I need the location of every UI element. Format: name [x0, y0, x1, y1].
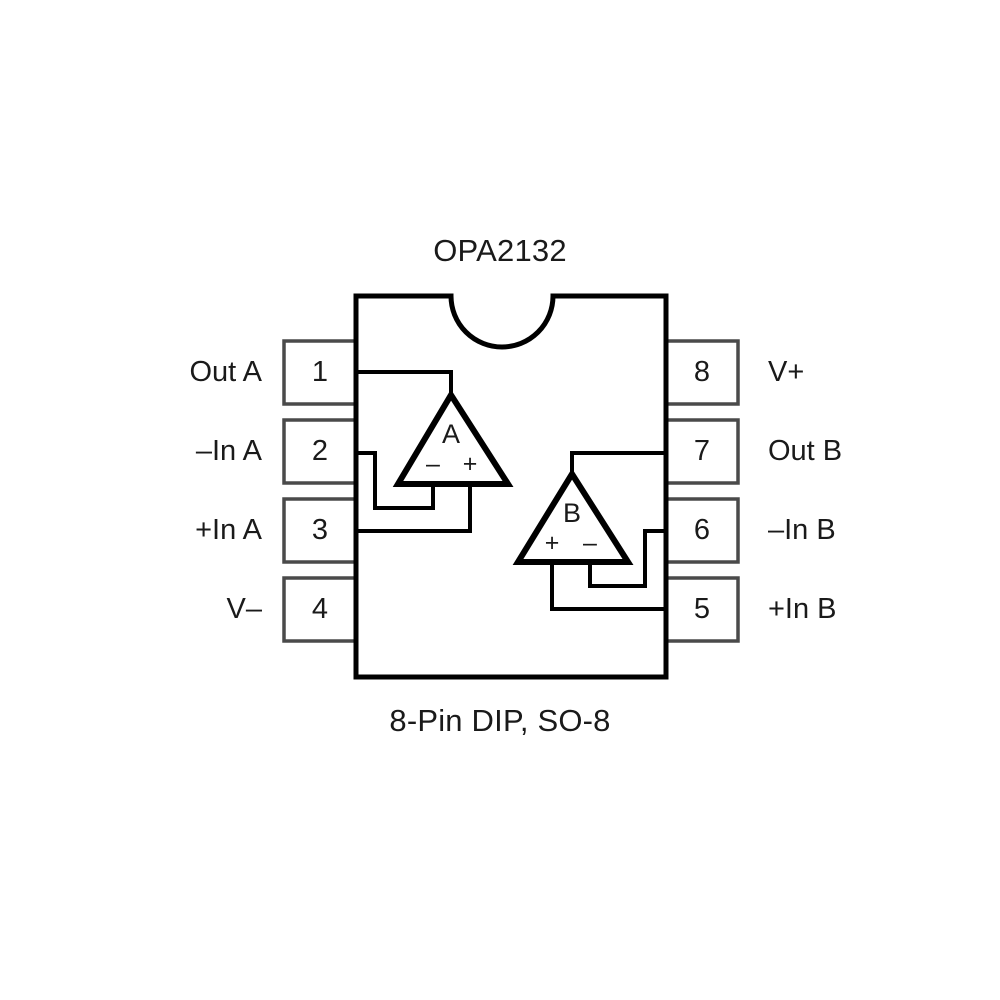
pin-number-7: 7 [693, 435, 711, 467]
pin-number-8: 8 [693, 356, 711, 388]
amplifier-b-inverting-sign: – [583, 529, 597, 557]
amplifier-b-triangle [512, 468, 634, 565]
amplifier-a-noninverting-sign: + [462, 450, 478, 478]
package-caption: 8-Pin DIP, SO-8 [389, 703, 611, 738]
pin-label-v-plus: V+ [768, 356, 805, 388]
wire-amp-b-noninverting-to-pin5 [550, 560, 668, 611]
wire-amp-a-output-to-pin1 [354, 370, 453, 397]
pin-pad-2 [282, 418, 358, 485]
pin-number-4: 4 [311, 593, 329, 625]
pin-label-out-b: Out B [768, 435, 843, 467]
amplifier-a-triangle [392, 389, 514, 487]
amplifier-a-letter: A [441, 419, 460, 449]
pin-pad-6 [664, 497, 740, 564]
pin-pad-4 [282, 576, 358, 643]
pin-number-2: 2 [311, 435, 329, 467]
pin-pad-7 [664, 418, 740, 485]
wire-amp-b-output-to-pin7 [570, 451, 668, 476]
pin-label-plus-in-b: +In B [768, 593, 837, 625]
package-side-walls [353, 296, 669, 677]
wire-amp-a-inverting-to-pin2 [354, 451, 435, 510]
pin-number-3: 3 [311, 514, 329, 546]
amplifier-a-symbol [392, 389, 514, 487]
pin-pads-left [282, 339, 358, 643]
pin-label-out-a: Out A [189, 356, 262, 388]
pin-number-1: 1 [311, 356, 329, 388]
amplifier-a-inverting-sign: – [426, 450, 440, 478]
amplifier-b-noninverting-sign: + [544, 529, 560, 557]
pin-number-5: 5 [693, 593, 711, 625]
pin-label-minus-in-b: –In B [768, 514, 836, 546]
pin-pad-5 [664, 576, 740, 643]
pin-label-v-minus: V– [226, 593, 262, 625]
amplifier-a-wiring [354, 370, 472, 533]
amplifier-b-letter: B [562, 498, 581, 528]
wire-amp-b-inverting-to-pin6 [588, 529, 668, 588]
amplifier-b-symbol [512, 468, 634, 565]
device-title: OPA2132 [433, 233, 567, 268]
wire-amp-a-noninverting-to-pin3 [354, 482, 472, 533]
pin-label-plus-in-a: +In A [195, 514, 262, 546]
pin-number-6: 6 [693, 514, 711, 546]
amplifier-b-wiring [550, 451, 668, 611]
pin-label-minus-in-a: –In A [195, 435, 262, 467]
pin-pads-right [664, 339, 740, 643]
